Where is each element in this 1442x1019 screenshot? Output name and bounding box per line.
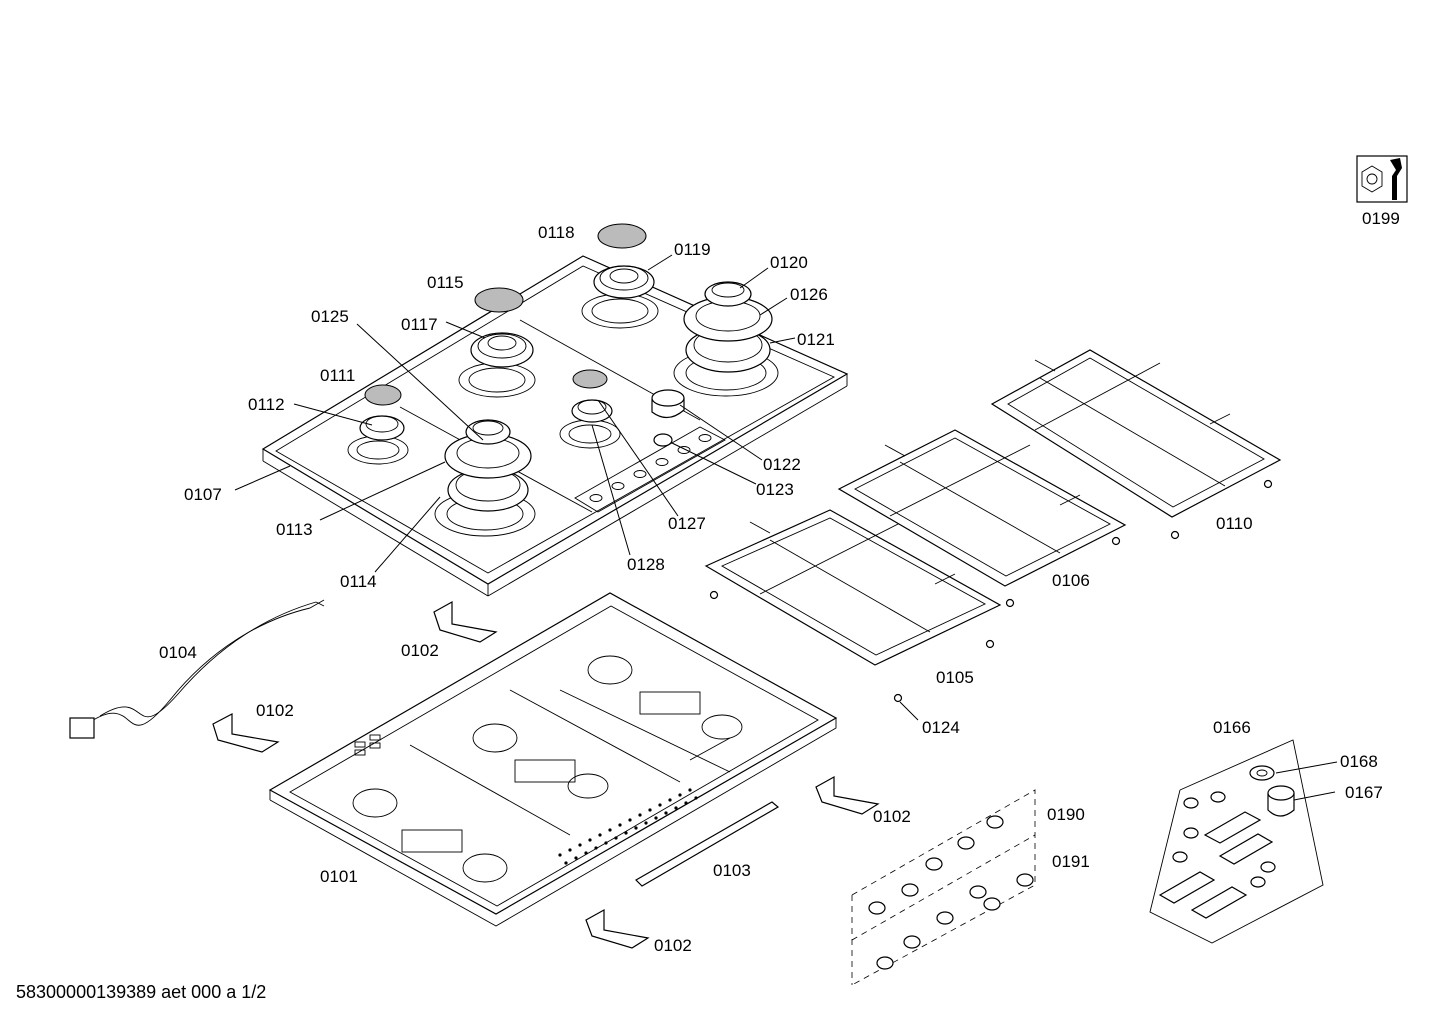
label-0128: 0128 (627, 555, 665, 574)
label-0112: 0112 (248, 395, 285, 414)
clamp-right (815, 775, 880, 815)
label-0104: 0104 (159, 643, 197, 662)
label-0101: 0101 (320, 867, 358, 886)
conversion-kit (1149, 739, 1324, 944)
label-0120: 0120 (770, 253, 808, 272)
label-0125: 0125 (311, 307, 349, 326)
label-0191: 0191 (1052, 852, 1090, 871)
label-0124: 0124 (922, 718, 960, 737)
label-0115: 0115 (427, 273, 464, 292)
power-cable (69, 599, 325, 739)
leader-lines (234, 254, 1338, 801)
pan-support-0110 (990, 349, 1282, 518)
control-knob (651, 389, 685, 419)
label-0105: 0105 (936, 668, 974, 687)
label-0111: 0111 (320, 366, 355, 385)
label-0126: 0126 (790, 285, 828, 304)
label-0102-bottom: 0102 (654, 936, 692, 955)
label-0106: 0106 (1052, 571, 1090, 590)
label-0123: 0123 (756, 480, 794, 499)
rubber-feet (709, 479, 1273, 703)
screw-kit (851, 789, 1036, 986)
label-0103: 0103 (713, 861, 751, 880)
label-0117: 0117 (401, 315, 438, 334)
label-0167: 0167 (1345, 783, 1383, 802)
label-0107: 0107 (184, 485, 222, 504)
burner-0119 (581, 223, 659, 329)
bottom-tray (268, 592, 838, 927)
pan-support-0105 (704, 509, 1002, 666)
gasket-strip (635, 801, 780, 887)
label-0114: 0114 (340, 572, 377, 591)
clamp-bottom (585, 908, 650, 949)
label-0127: 0127 (668, 514, 706, 533)
label-0190: 0190 (1047, 805, 1085, 824)
label-0102-left: 0102 (256, 701, 294, 720)
burner-0112 (347, 384, 409, 465)
clamp-left (212, 713, 280, 753)
label-0113: 0113 (276, 520, 313, 539)
label-0121: 0121 (797, 330, 835, 349)
label-0102-top: 0102 (401, 641, 439, 660)
burner-0117 (458, 287, 536, 398)
wrench-nut-icon (1356, 155, 1408, 203)
label-0118: 0118 (538, 223, 575, 242)
wok-burner-front (434, 419, 536, 537)
wok-burner-right (673, 281, 779, 397)
label-0110: 0110 (1216, 514, 1253, 533)
clamp-top (433, 600, 498, 643)
label-0166: 0166 (1213, 718, 1251, 737)
pan-support-0106 (837, 429, 1127, 587)
label-0102-right: 0102 (873, 807, 911, 826)
label-0119: 0119 (674, 240, 711, 259)
label-0122: 0122 (763, 455, 801, 474)
label-0199: 0199 (1362, 209, 1400, 228)
label-0168: 0168 (1340, 752, 1378, 771)
document-id: 58300000139389 aet 000 a 1/2 (16, 982, 266, 1002)
